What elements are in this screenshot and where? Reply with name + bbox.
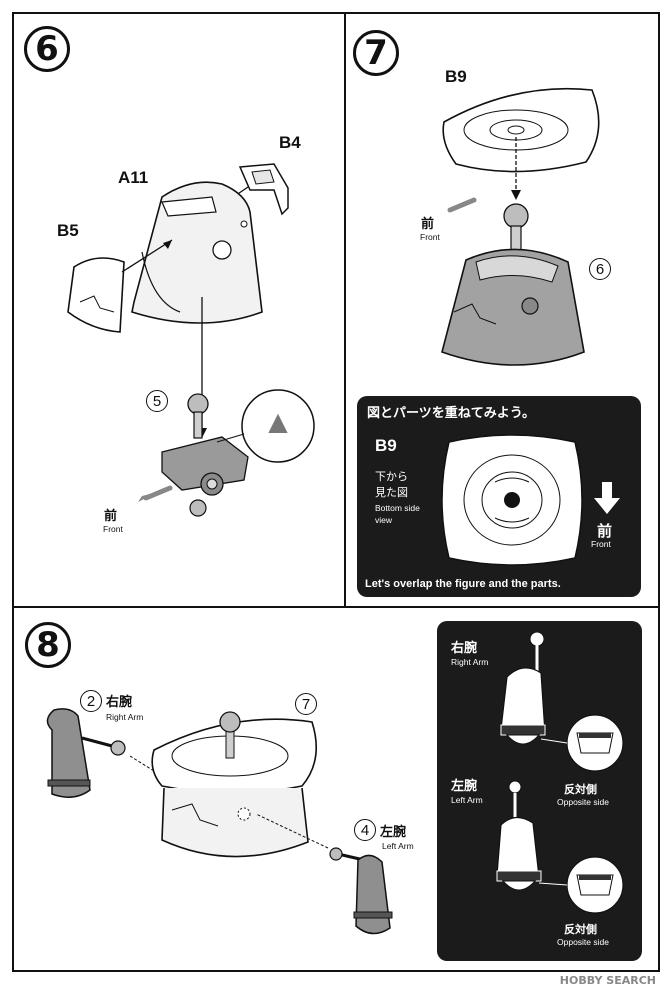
detail-opposite-en-2: Opposite side xyxy=(557,937,609,947)
step-number-7: 7 xyxy=(353,30,399,76)
step6-illustration xyxy=(67,163,315,517)
part-label-a11: A11 xyxy=(118,168,149,187)
triangle-mark-icon xyxy=(268,413,288,433)
detail-opposite-jp-2: 反対側 xyxy=(564,923,597,936)
hint-view-en-2: view xyxy=(375,515,393,525)
step7-illustration xyxy=(441,87,600,366)
right-arm-en: Right Arm xyxy=(106,712,144,722)
part-a11-shape xyxy=(131,181,263,324)
ref-step-4: 4 xyxy=(354,819,376,841)
right-arm-jp: 右腕 xyxy=(106,695,133,710)
detail-right-jp: 右腕 xyxy=(451,641,478,656)
assembly-7-shape xyxy=(151,711,318,858)
part-label-b4: B4 xyxy=(279,133,301,152)
assembly-5-shape xyxy=(161,393,249,517)
front-label-en-7: Front xyxy=(420,232,440,242)
detail-opposite-jp-1: 反対側 xyxy=(564,783,597,796)
ref-step-7: 7 xyxy=(295,693,317,715)
detail-left-jp: 左腕 xyxy=(451,779,478,794)
front-label-jp-7: 前 xyxy=(421,217,435,232)
hint-front-en: Front xyxy=(591,539,611,549)
step-number-8: 8 xyxy=(25,622,71,668)
detail-right-en: Right Arm xyxy=(451,657,489,667)
arm-detail-panel: 右腕 Right Arm 反対側 Opposite side 左腕 Left A… xyxy=(437,621,642,961)
left-arm-jp: 左腕 xyxy=(380,825,407,840)
detail-left-en: Left Arm xyxy=(451,795,483,805)
right-arm-shape xyxy=(46,708,126,798)
left-arm-en: Left Arm xyxy=(382,841,414,851)
ref-step-5: 5 xyxy=(146,390,168,412)
hint-view-en-1: Bottom side xyxy=(375,503,420,513)
hint-view-jp-2: 見た図 xyxy=(375,486,408,499)
hint-part-label: B9 xyxy=(375,436,397,455)
arm-detail-drawings xyxy=(496,631,624,914)
row-divider xyxy=(12,606,660,608)
front-arrow-icon-7 xyxy=(447,197,477,213)
bottom-view-diagram xyxy=(441,434,583,566)
front-label-jp: 前 xyxy=(104,509,118,524)
hint-title: 図とパーツを重ねてみよう。 xyxy=(367,406,535,421)
part-b5-shape xyxy=(67,239,173,333)
part-label-b5: B5 xyxy=(57,221,79,240)
overlap-hint-panel: 図とパーツを重ねてみよう。 B9 下から 見た図 Bottom side vie… xyxy=(357,396,641,597)
assembly-6-shape xyxy=(441,203,585,366)
ref-step-6: 6 xyxy=(589,258,611,280)
part-label-b9: B9 xyxy=(445,67,467,86)
step-number-6: 6 xyxy=(24,26,70,72)
front-arrow-icon xyxy=(143,485,173,501)
part-b9-shape xyxy=(442,87,600,173)
detail-opposite-en-1: Opposite side xyxy=(557,797,609,807)
watermark: HOBBY SEARCH xyxy=(559,974,656,987)
ref-step-2: 2 xyxy=(80,690,102,712)
hint-view-jp-1: 下から xyxy=(375,470,408,483)
page-frame xyxy=(12,12,660,972)
column-divider xyxy=(344,12,346,608)
left-arm-shape xyxy=(329,847,393,935)
hint-front-jp: 前 xyxy=(597,522,613,540)
hint-footer: Let's overlap the figure and the parts. xyxy=(365,578,561,590)
front-arrow-down-icon xyxy=(594,482,620,514)
step8-illustration xyxy=(46,708,393,935)
front-label-en: Front xyxy=(103,524,123,534)
